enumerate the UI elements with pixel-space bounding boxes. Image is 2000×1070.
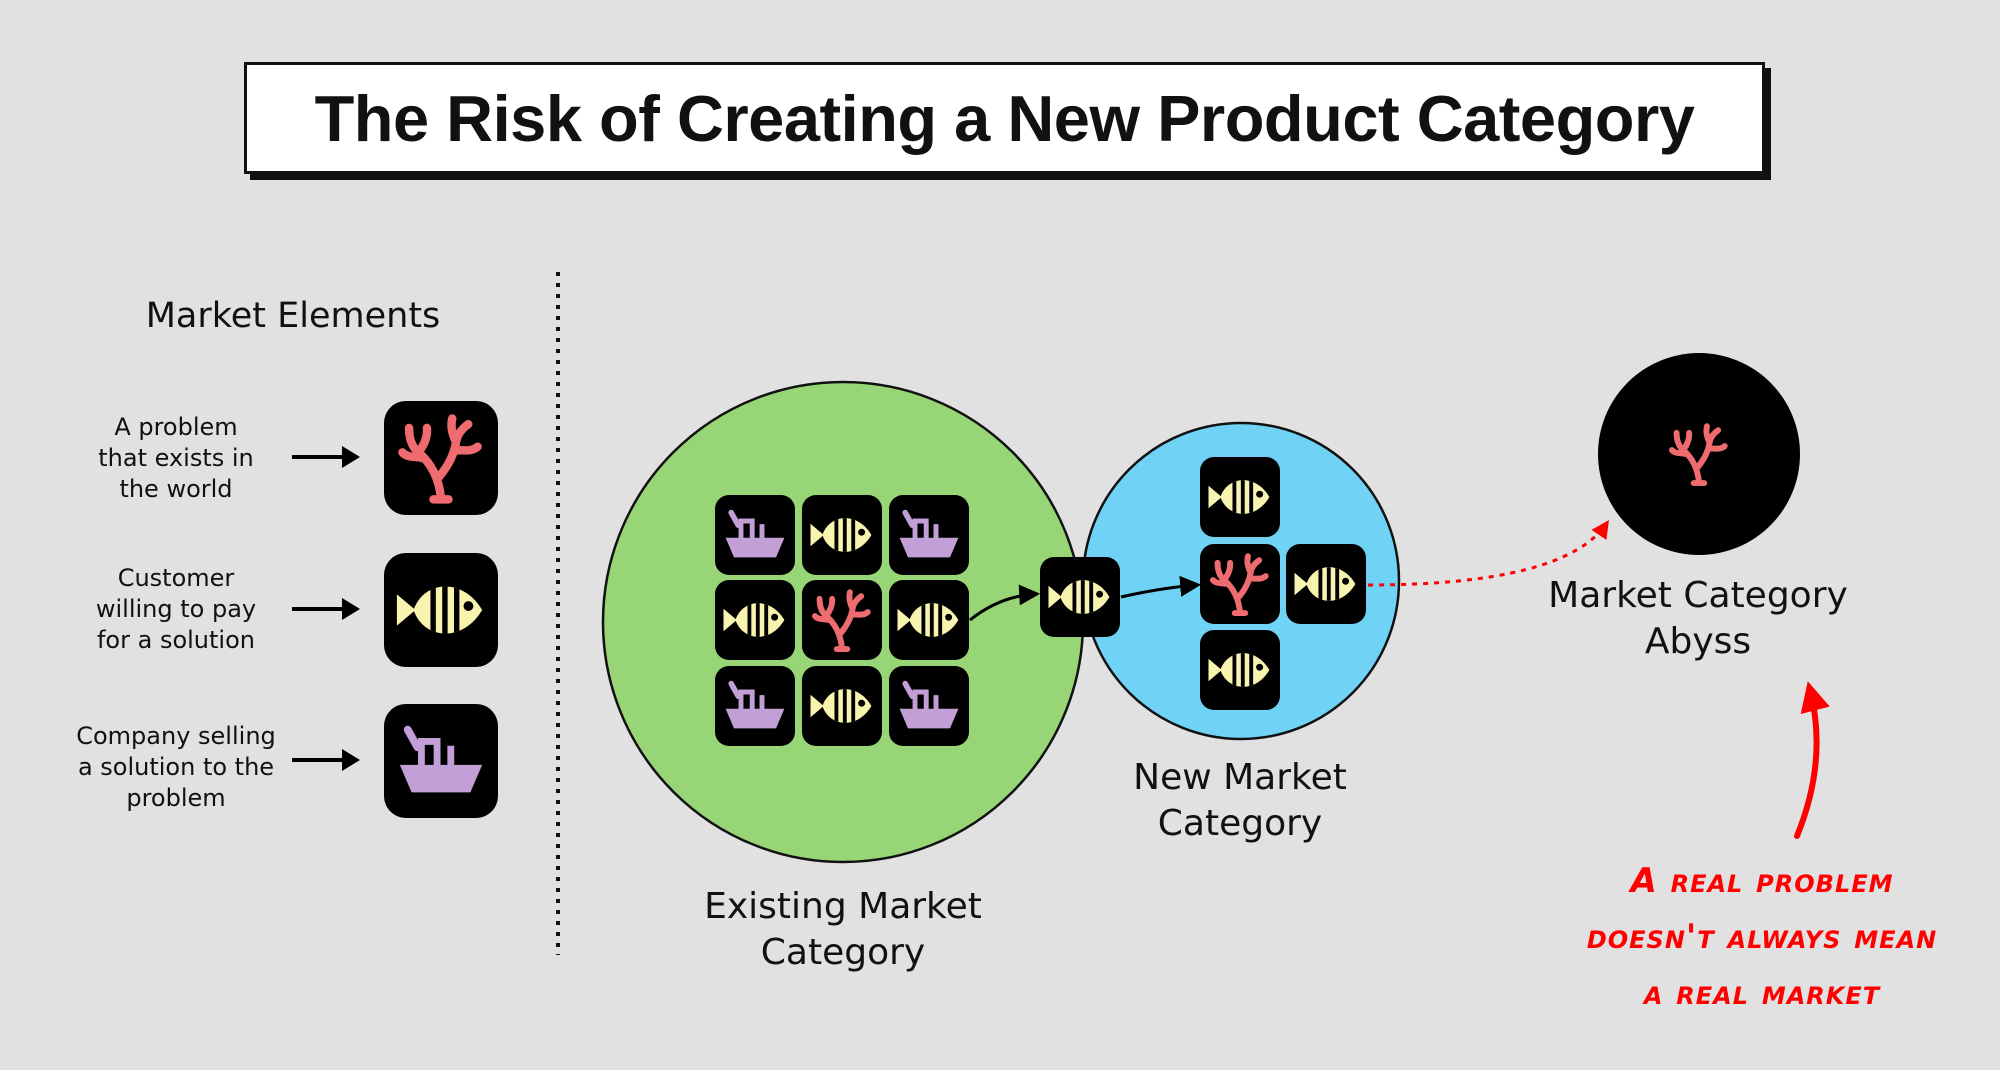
legend-label-problem: A problem that exists in the world <box>98 413 254 503</box>
legend-label-customer: Customer willing to pay for a solution <box>95 564 257 654</box>
legend-label-company: Company selling a solution to the proble… <box>76 722 276 812</box>
existing-category-label: Existing Market Category <box>704 886 982 973</box>
arrow-existing-to-boundary <box>969 584 1041 622</box>
title-box: The Risk of Creating a New Product Categ… <box>244 62 1765 174</box>
new-category-grid <box>1200 457 1366 710</box>
arrow-new-to-abyss <box>1367 520 1610 587</box>
page-title: The Risk of Creating a New Product Categ… <box>314 81 1695 155</box>
new-category-label: New Market Category <box>1133 757 1347 844</box>
warning-note: A real problem doesn't always mean a rea… <box>1586 861 1938 1013</box>
legend-arrow-3 <box>292 749 360 771</box>
abyss-circle <box>1598 353 1800 555</box>
abyss-label: Market Category Abyss <box>1548 575 1848 662</box>
legend-tile-customer <box>384 553 498 667</box>
arrow-boundary-to-new <box>1120 575 1202 599</box>
legend-tile-problem <box>384 401 498 515</box>
legend-arrow-2 <box>292 598 360 620</box>
arrow-note-to-abyss <box>1794 681 1830 839</box>
migrating-customer-tile <box>1040 557 1120 637</box>
legend-heading: Market Elements <box>145 296 441 336</box>
legend-tile-company <box>384 704 498 818</box>
existing-grid <box>715 495 969 746</box>
legend-arrow-1 <box>292 446 360 468</box>
